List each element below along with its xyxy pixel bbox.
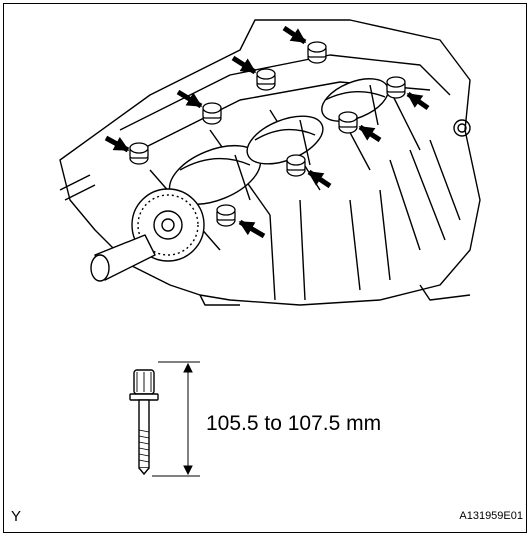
figure-code: A131959E01 bbox=[459, 510, 523, 522]
bolt-icon bbox=[202, 102, 222, 125]
dimension-line bbox=[152, 361, 200, 477]
bolt-icon bbox=[286, 154, 306, 177]
bolt-icon bbox=[129, 142, 149, 165]
bolt-icon bbox=[129, 369, 159, 476]
bolt-icon bbox=[386, 76, 406, 99]
arrow-icon bbox=[307, 169, 332, 189]
bolt-icon bbox=[307, 41, 327, 64]
arrow-icon bbox=[176, 89, 203, 109]
bolt-icon bbox=[338, 111, 358, 134]
dimension-label: 105.5 to 107.5 mm bbox=[206, 412, 382, 435]
bolt-icon bbox=[256, 68, 276, 91]
arrow-icon bbox=[238, 219, 266, 239]
arrow-icon bbox=[231, 55, 257, 75]
arrow-icon bbox=[104, 135, 130, 153]
arrow-icon bbox=[282, 25, 307, 45]
corner-mark: Y bbox=[11, 508, 22, 525]
arrow-icon bbox=[406, 91, 430, 111]
arrow-icon bbox=[358, 124, 382, 143]
engine-block-icon bbox=[59, 19, 481, 306]
bolt-icon bbox=[216, 204, 236, 227]
